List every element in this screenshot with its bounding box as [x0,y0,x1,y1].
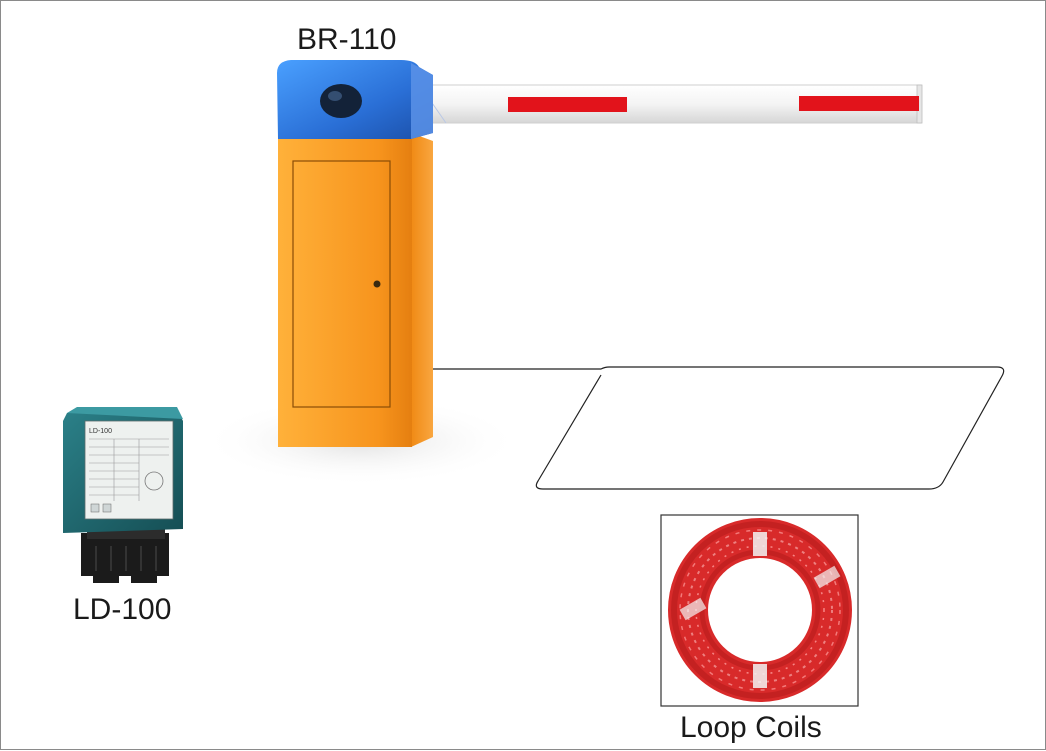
boom-arm [420,84,923,124]
detector-panel [84,420,174,520]
camera-dome-icon [320,84,362,118]
door-lock-icon [373,280,381,288]
loop-coils-photo [660,514,859,707]
loop-coils-label: Loop Coils [680,711,822,744]
road-loop-outline [431,366,1005,490]
boom-stripe [508,97,627,112]
boom-stripe [799,96,919,111]
wire-coil-icon [668,518,852,702]
detector-model-label: LD-100 [73,593,172,626]
barrier-gate-icon [277,60,923,447]
detector-panel-text: LD-100 [89,428,112,435]
cabinet-door [292,160,391,408]
loop-detector-icon: LD-100 [63,407,183,583]
barrier-model-label: BR-110 [297,23,397,56]
